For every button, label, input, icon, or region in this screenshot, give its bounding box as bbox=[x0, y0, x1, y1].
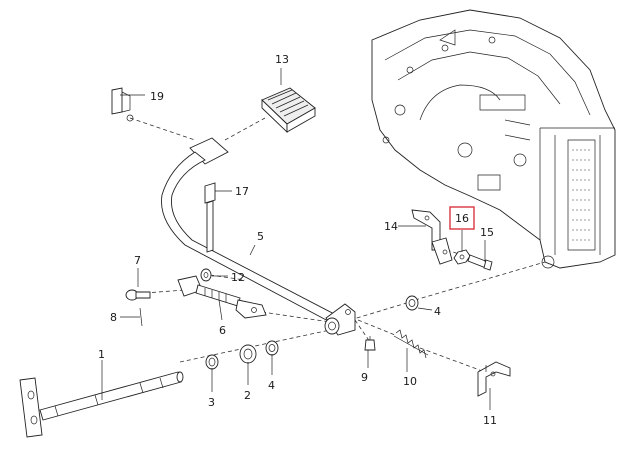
part-6-rod bbox=[177, 275, 267, 319]
part-7-pin bbox=[125, 289, 151, 301]
callout-13[interactable]: 11 bbox=[483, 414, 497, 427]
part-12-pedal-pad bbox=[261, 87, 316, 134]
part-16-nut bbox=[453, 249, 471, 265]
callout-labels: 19 13 17 5 12 6 7 8 1 3 2 4 4 9 10 11 14… bbox=[98, 53, 497, 427]
part-9-spring bbox=[393, 329, 429, 359]
callout-1[interactable]: 1 bbox=[98, 348, 105, 361]
callout-19[interactable]: 19 bbox=[150, 90, 164, 103]
leader-lines bbox=[101, 68, 491, 410]
part-4-washer-left bbox=[265, 340, 279, 356]
callout-2[interactable]: 2 bbox=[244, 389, 251, 402]
part-19-clip bbox=[111, 87, 134, 122]
callout-14[interactable]: 14 bbox=[384, 220, 398, 233]
callout-11[interactable]: 12 bbox=[231, 271, 245, 284]
part-15-bolt bbox=[467, 254, 493, 271]
callout-6[interactable]: 6 bbox=[219, 324, 226, 337]
highlight-box bbox=[449, 206, 475, 230]
part-2-bushing bbox=[239, 344, 257, 364]
part-11-washer bbox=[200, 268, 212, 282]
callout-12[interactable]: 13 bbox=[275, 53, 289, 66]
gearbox-housing bbox=[371, 9, 616, 269]
callout-17[interactable]: 17 bbox=[235, 185, 249, 198]
callout-4-left[interactable]: 4 bbox=[268, 379, 275, 392]
callout-3[interactable]: 3 bbox=[208, 396, 215, 409]
callout-15[interactable]: 15 bbox=[480, 226, 494, 239]
part-4-washer-right bbox=[405, 295, 419, 311]
callout-5[interactable]: 5 bbox=[257, 230, 264, 243]
callout-4-right[interactable]: 4 bbox=[434, 305, 441, 318]
callout-7[interactable]: 7 bbox=[134, 254, 141, 267]
part-5-pedal-arm bbox=[161, 137, 356, 336]
part-8-cotter-pin bbox=[139, 307, 143, 327]
callout-10[interactable]: 9 bbox=[361, 371, 368, 384]
part-1-shaft bbox=[19, 371, 184, 438]
part-14-stop-bracket bbox=[411, 209, 453, 265]
assembly-lines bbox=[129, 117, 546, 373]
callout-9[interactable]: 10 bbox=[403, 375, 417, 388]
part-10-bolt bbox=[364, 336, 376, 351]
part-13-bracket bbox=[477, 361, 511, 397]
part-3-snap-ring bbox=[205, 354, 219, 370]
callout-16[interactable]: 16 bbox=[455, 212, 469, 225]
callout-8[interactable]: 8 bbox=[110, 311, 117, 324]
part-17-pin bbox=[204, 182, 216, 253]
